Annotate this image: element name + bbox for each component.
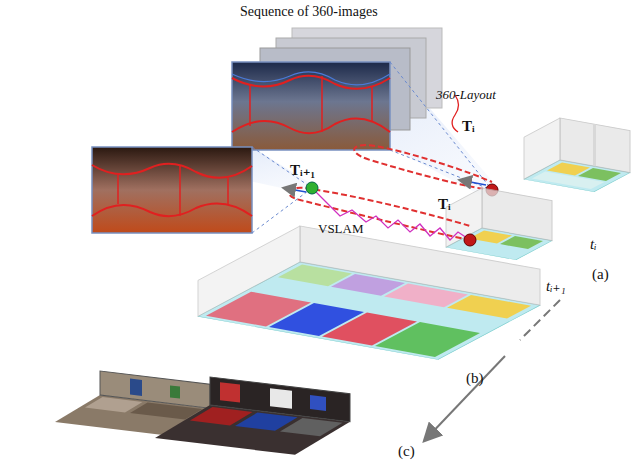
figure-heading: Sequence of 360-images — [240, 4, 378, 19]
pose-label: Tᵢ — [462, 118, 475, 135]
layout-label: 360-Layout — [436, 88, 496, 102]
method-label: VSLAM — [318, 222, 364, 236]
panel-label: (c) — [398, 443, 415, 460]
time-label: tᵢ₊₁ — [546, 278, 566, 295]
pose-label: Tᵢ₊₁ — [290, 162, 315, 179]
panel-label: (b) — [466, 370, 484, 387]
time-label: tᵢ — [590, 236, 597, 253]
panel-label: (a) — [592, 266, 609, 283]
pose-label: Tᵢ — [438, 196, 451, 213]
